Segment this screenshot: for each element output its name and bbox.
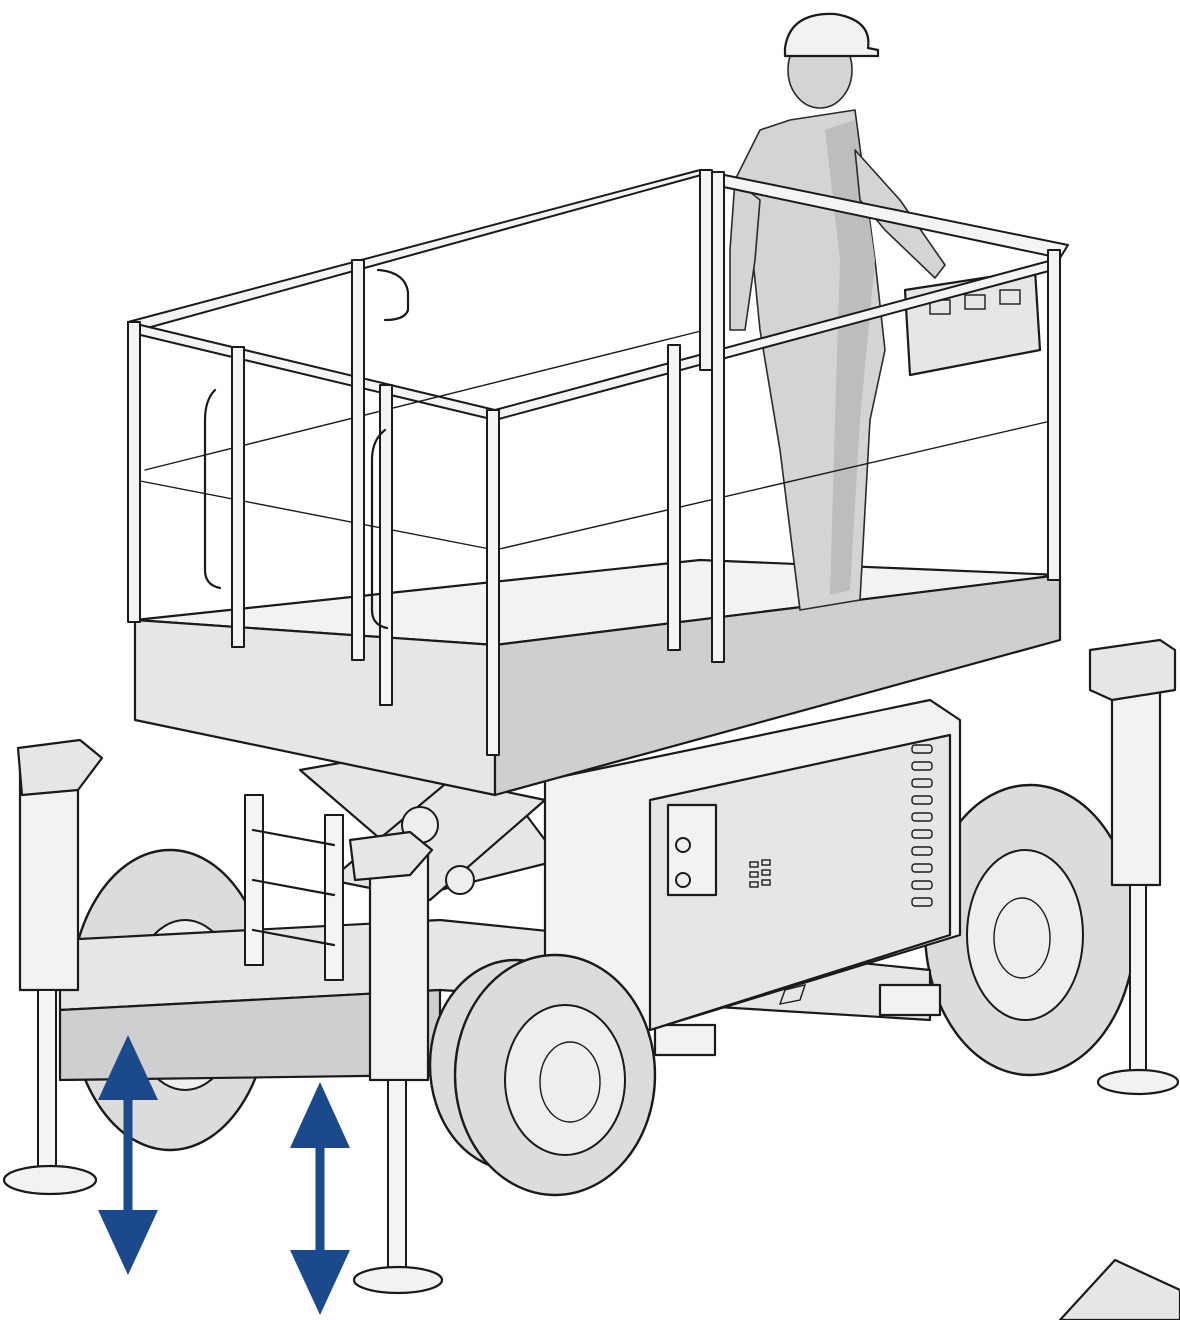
corner-shape — [1058, 1258, 1180, 1320]
small-vent — [749, 859, 771, 888]
vent-grille — [911, 744, 933, 907]
outrigger-rear-right — [1088, 638, 1180, 1096]
access-ladder — [244, 794, 344, 981]
wheel-rear-right — [923, 783, 1137, 1077]
up-down-arrow-left — [98, 1035, 158, 1275]
engine-power-unit — [543, 698, 962, 1032]
up-down-arrow-right — [290, 1082, 350, 1315]
outrigger-front-right — [348, 830, 444, 1295]
hard-hat-icon — [783, 12, 880, 58]
work-platform-guardrails — [127, 169, 1069, 756]
wheel-front-right — [453, 953, 657, 1197]
outrigger-front-left — [2, 738, 104, 1196]
